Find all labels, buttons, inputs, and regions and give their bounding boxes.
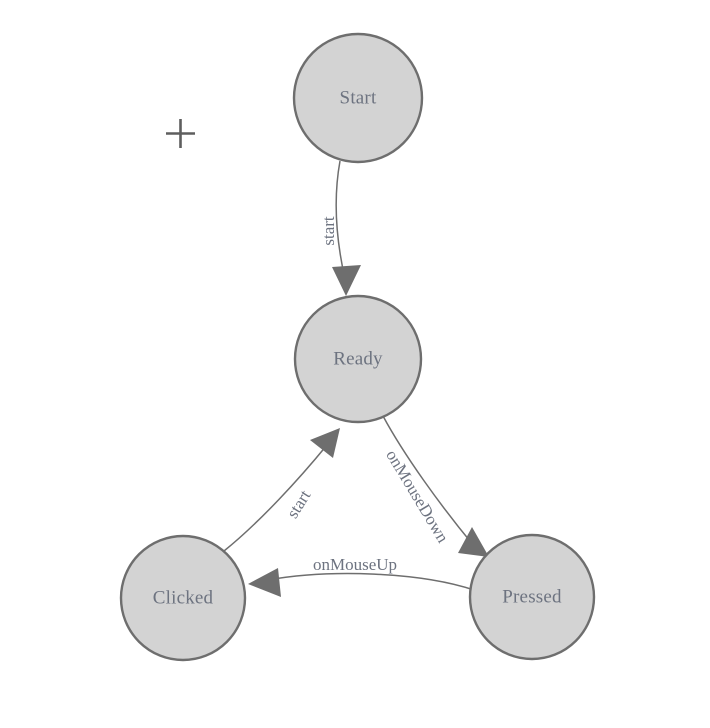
node-pressed-circle (468, 533, 596, 661)
arrowhead-into-clicked (248, 568, 281, 597)
edge-label-start-to-ready: start (319, 216, 338, 246)
edge-label-on-mouse-up: onMouseUp (313, 555, 397, 574)
edge-ready-to-pressed[interactable] (382, 415, 489, 557)
edge-clicked-to-ready[interactable] (223, 428, 340, 552)
edge-path-pressed-to-clicked (267, 572, 475, 591)
node-clicked-circle (119, 534, 247, 662)
node-ready-circle (293, 294, 423, 424)
node-clicked[interactable]: Clicked (119, 534, 247, 662)
edge-label-clicked-to-ready: start (283, 486, 315, 521)
arrowhead-into-pressed (458, 527, 489, 557)
edge-pressed-to-clicked[interactable] (248, 568, 475, 597)
edge-label-on-mouse-down: onMouseDown (382, 446, 453, 546)
node-clicked-label: Clicked (153, 587, 214, 608)
node-start-circle (292, 32, 424, 164)
plus-marker[interactable] (166, 119, 195, 148)
arrowhead-into-ready-from-start (332, 265, 361, 296)
node-ready-label: Ready (333, 348, 383, 369)
node-pressed-label: Pressed (502, 586, 562, 607)
node-start[interactable]: Start (292, 32, 424, 164)
node-ready[interactable]: Ready (293, 294, 423, 424)
arrowhead-into-ready-from-clicked (310, 428, 340, 458)
edge-path-ready-to-pressed (382, 415, 475, 547)
node-start-label: Start (340, 87, 377, 108)
node-pressed[interactable]: Pressed (468, 533, 596, 661)
edge-start-to-ready[interactable] (332, 160, 361, 296)
edge-path-clicked-to-ready (223, 444, 328, 552)
